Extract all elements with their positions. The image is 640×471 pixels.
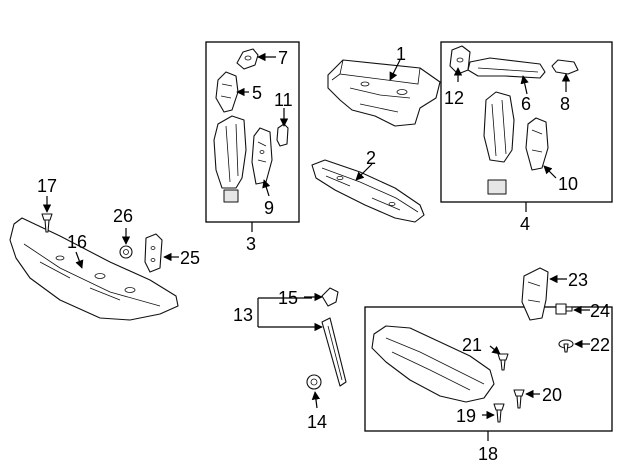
callout-11: 11 <box>274 90 293 110</box>
part-seal-15[interactable] <box>321 287 339 307</box>
callout-3: 3 <box>246 234 256 254</box>
part-bracket-5[interactable] <box>215 71 239 113</box>
callout-9: 9 <box>264 198 274 218</box>
part-bolt-20[interactable] <box>513 389 525 409</box>
part-bracket-25[interactable] <box>144 233 163 273</box>
callout-13: 13 <box>233 305 253 325</box>
callout-25: 25 <box>180 248 200 268</box>
part-deflector-23[interactable] <box>521 267 549 321</box>
callout-1: 1 <box>396 44 406 64</box>
leader-14 <box>311 391 321 409</box>
leader-9 <box>262 179 271 197</box>
part-screw-26[interactable] <box>119 245 133 259</box>
leader-16 <box>75 251 84 269</box>
callout-6: 6 <box>521 94 531 114</box>
part-clip-22[interactable] <box>558 339 574 353</box>
callout-4: 4 <box>520 214 530 234</box>
part-lower-support[interactable] <box>311 159 425 223</box>
part-bolt-19[interactable] <box>493 403 505 423</box>
callout-26: 26 <box>113 206 133 226</box>
part-seal-strip[interactable] <box>321 317 347 387</box>
part-rail-6[interactable] <box>467 57 546 79</box>
callout-16: 16 <box>67 232 87 252</box>
callout-10: 10 <box>558 174 578 194</box>
part-bolt-21[interactable] <box>497 353 509 371</box>
part-bolt-14[interactable] <box>306 374 322 390</box>
callout-15: 15 <box>278 288 298 308</box>
callout-20: 20 <box>542 385 562 405</box>
callout-8: 8 <box>560 94 570 114</box>
callout-22: 22 <box>590 335 610 355</box>
part-side-support-9[interactable] <box>251 127 273 185</box>
part-air-guide[interactable] <box>371 325 495 403</box>
part-bracket-11[interactable] <box>276 123 289 147</box>
part-clip-24[interactable] <box>555 303 573 315</box>
leader-1 <box>389 59 401 81</box>
callout-17: 17 <box>37 176 57 196</box>
part-side-support-left[interactable] <box>213 115 247 203</box>
leader-21 <box>489 345 501 355</box>
callout-14: 14 <box>307 412 327 432</box>
callout-2: 2 <box>366 148 376 168</box>
callout-5: 5 <box>252 83 262 103</box>
callout-23: 23 <box>568 270 588 290</box>
leader-2 <box>355 163 373 181</box>
part-clip-17[interactable] <box>41 213 53 233</box>
part-side-support-right[interactable] <box>483 91 515 195</box>
part-upper-support[interactable] <box>327 59 441 127</box>
part-bracket-12[interactable] <box>449 45 471 75</box>
part-bracket-7[interactable] <box>236 48 259 70</box>
callout-19: 19 <box>456 406 476 426</box>
leader-10 <box>543 165 557 179</box>
callout-21: 21 <box>462 335 482 355</box>
callout-24: 24 <box>590 301 610 321</box>
part-splash-shield[interactable] <box>9 217 179 321</box>
callout-12: 12 <box>444 88 464 108</box>
callout-18: 18 <box>478 444 498 464</box>
leader-6 <box>520 75 529 95</box>
part-side-support-10[interactable] <box>525 117 549 171</box>
callout-7: 7 <box>278 48 288 68</box>
part-bracket-8[interactable] <box>551 59 579 75</box>
